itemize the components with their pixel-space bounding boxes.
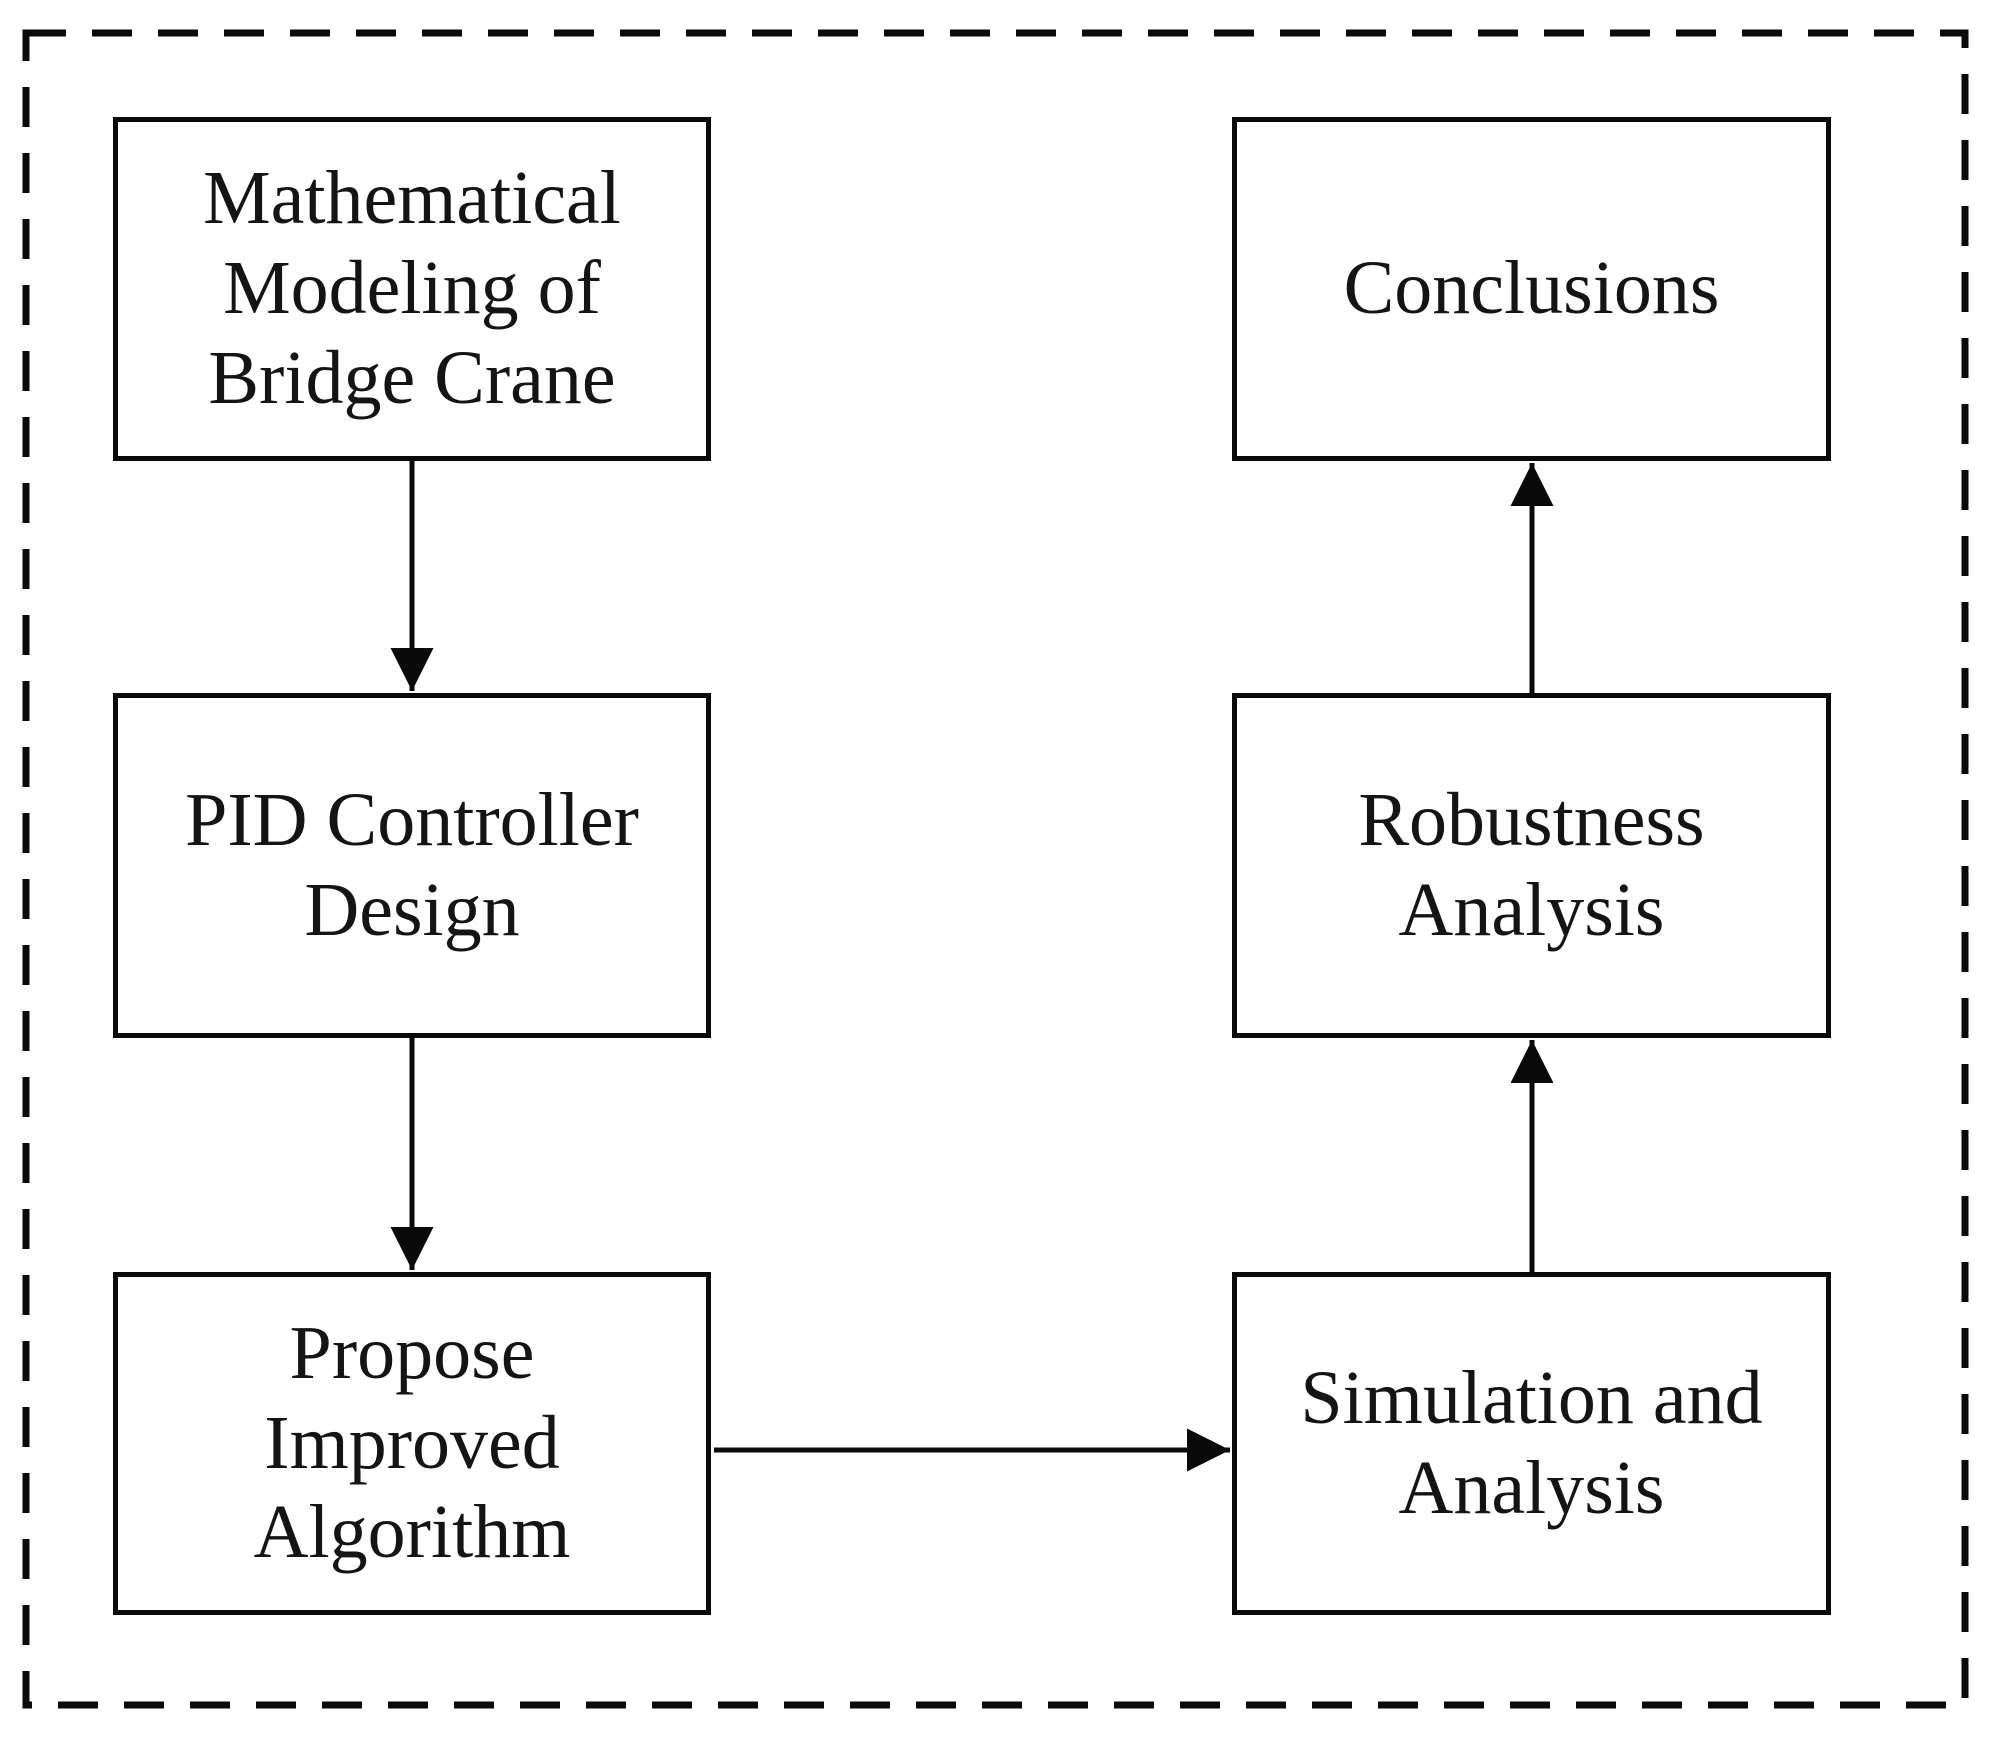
node-conclusions: Conclusions — [1232, 117, 1831, 461]
node-simulation-and-analysis: Simulation and Analysis — [1232, 1272, 1831, 1615]
node-robustness-analysis: Robustness Analysis — [1232, 693, 1831, 1038]
node-pid-controller-design: PID Controller Design — [113, 693, 711, 1038]
node-mathematical-modeling: Mathematical Modeling of Bridge Crane — [113, 117, 711, 461]
node-propose-improved-algorithm: Propose Improved Algorithm — [113, 1272, 711, 1615]
dashed-outer-border — [22, 29, 1969, 1709]
